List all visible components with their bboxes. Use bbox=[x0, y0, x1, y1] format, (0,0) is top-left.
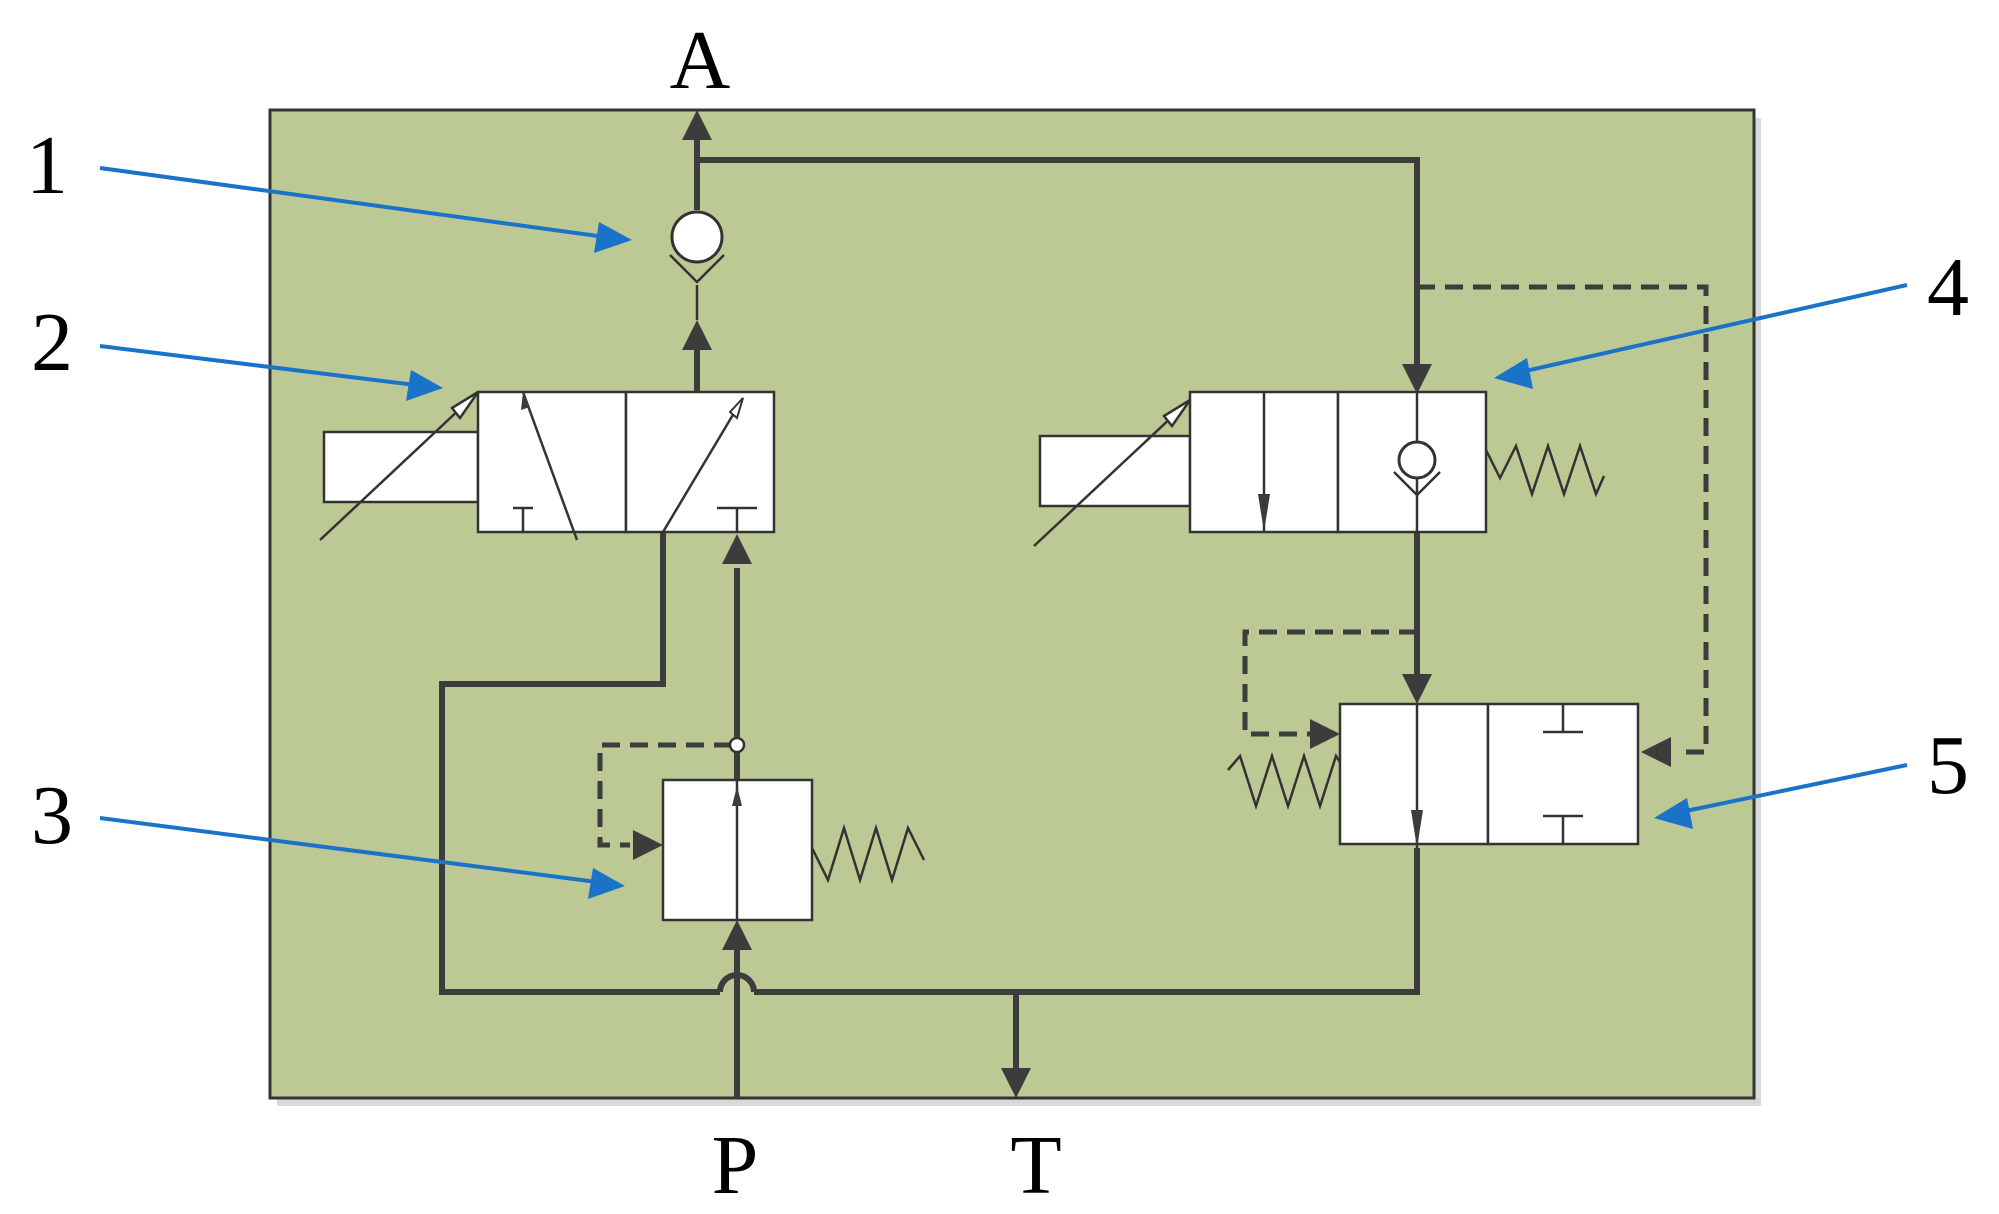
port-label-p: P bbox=[712, 1119, 759, 1212]
pilot-valve-5 bbox=[1227, 702, 1640, 848]
check-valve-1 bbox=[669, 210, 725, 284]
callout-arrow-2-head bbox=[406, 370, 443, 401]
callout-number-5: 5 bbox=[1927, 719, 1969, 812]
arrow-down-valve5-inlet bbox=[1402, 674, 1432, 704]
arrow-up-valve2-inlet bbox=[722, 534, 752, 564]
callout-arrow-5 bbox=[1680, 763, 1908, 814]
line-a-to-valve4 bbox=[697, 157, 1420, 370]
manifold-block bbox=[268, 108, 1756, 1100]
callout-arrow-3 bbox=[99, 816, 598, 884]
callout-number-3: 3 bbox=[31, 769, 73, 862]
arrow-left-valve5-pilot bbox=[1641, 737, 1671, 767]
pilot-line-valve4-to-valve5-right bbox=[1417, 284, 1709, 755]
line-crossing-hop bbox=[717, 972, 757, 993]
pilot-tap-point bbox=[728, 736, 746, 754]
callout-number-2: 2 bbox=[31, 296, 73, 389]
solenoid-valve-2 bbox=[319, 390, 776, 541]
line-valve2-tank-return bbox=[439, 532, 720, 995]
port-label-t: T bbox=[1010, 1119, 1061, 1212]
arrow-right-valve5-pilot bbox=[1310, 719, 1340, 749]
pilot-line-valve5-left bbox=[1242, 629, 1417, 737]
port-label-a: A bbox=[670, 14, 731, 107]
arrow-up-port-a bbox=[682, 110, 712, 140]
solenoid-valve-4 bbox=[1033, 390, 1606, 547]
arrow-up-valve2-outlet bbox=[682, 320, 712, 350]
arrow-down-valve4-inlet bbox=[1402, 364, 1432, 394]
callout-number-1: 1 bbox=[26, 119, 68, 212]
arrow-down-port-t bbox=[1001, 1068, 1031, 1098]
callout-arrow-4 bbox=[1520, 283, 1908, 374]
callout-number-4: 4 bbox=[1927, 241, 1969, 334]
callout-arrow-1 bbox=[99, 166, 606, 239]
arrow-right-valve3-pilot bbox=[633, 830, 663, 860]
line-tank-return bbox=[754, 848, 1420, 995]
callout-arrow-2 bbox=[99, 344, 416, 387]
callout-arrow-5-head bbox=[1654, 798, 1693, 829]
callout-arrow-1-head bbox=[594, 222, 632, 253]
arrow-up-valve3-inlet bbox=[722, 920, 752, 950]
pilot-line-valve3 bbox=[597, 742, 732, 848]
callout-arrow-3-head bbox=[588, 868, 625, 899]
reducing-valve-3 bbox=[661, 778, 926, 922]
callout-arrow-4-head bbox=[1494, 358, 1533, 389]
